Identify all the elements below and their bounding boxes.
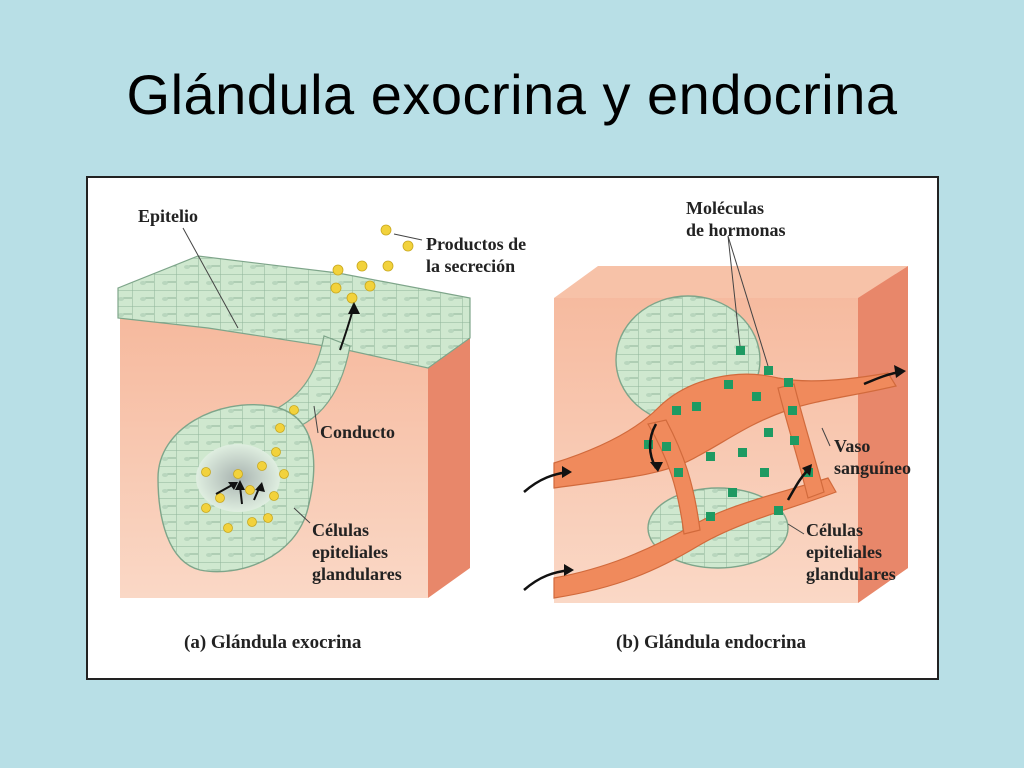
caption-exocrine: (a) Glándula exocrina xyxy=(184,632,362,653)
label-gland-cells-b-3: glandulares xyxy=(806,564,896,584)
label-secretion-products-2: la secreción xyxy=(426,256,516,276)
tissue-side-face-b xyxy=(858,266,908,603)
flow-arrow-heads xyxy=(562,365,906,576)
endocrine-diagram xyxy=(523,235,908,603)
label-epithelium: Epitelio xyxy=(138,206,199,226)
label-gland-cells-b-2: epiteliales xyxy=(806,542,882,562)
label-secretion-products-1: Productos de xyxy=(426,234,527,254)
epithelium-layer xyxy=(117,255,471,369)
label-gland-cells-a-1: Células xyxy=(312,520,370,540)
leader-lines-a xyxy=(182,227,423,524)
label-gland-cells-a-2: epiteliales xyxy=(312,542,388,562)
label-blood-vessel-2: sanguíneo xyxy=(834,458,912,478)
gland-figure: Epitelio Productos de la secreción Condu… xyxy=(86,176,939,680)
label-gland-cells-a-3: glandulares xyxy=(312,564,402,584)
caption-endocrine: (b) Glándula endocrina xyxy=(616,632,807,653)
slide-title: Glándula exocrina y endocrina xyxy=(126,63,898,126)
label-hormone-molecules-2: de hormonas xyxy=(686,220,786,240)
tissue-top-face-b xyxy=(554,266,908,298)
secretion-granules xyxy=(201,224,414,533)
label-gland-cells-b-1: Células xyxy=(806,520,864,540)
tissue-side-face xyxy=(428,298,470,598)
exocrine-diagram xyxy=(117,224,471,598)
arrow-heads xyxy=(228,302,360,492)
label-duct: Conducto xyxy=(320,422,396,442)
label-hormone-molecules-1: Moléculas xyxy=(686,198,764,218)
gland-illustration xyxy=(117,224,908,603)
label-blood-vessel-1: Vaso xyxy=(834,436,871,456)
leader-lines-b xyxy=(727,235,831,535)
